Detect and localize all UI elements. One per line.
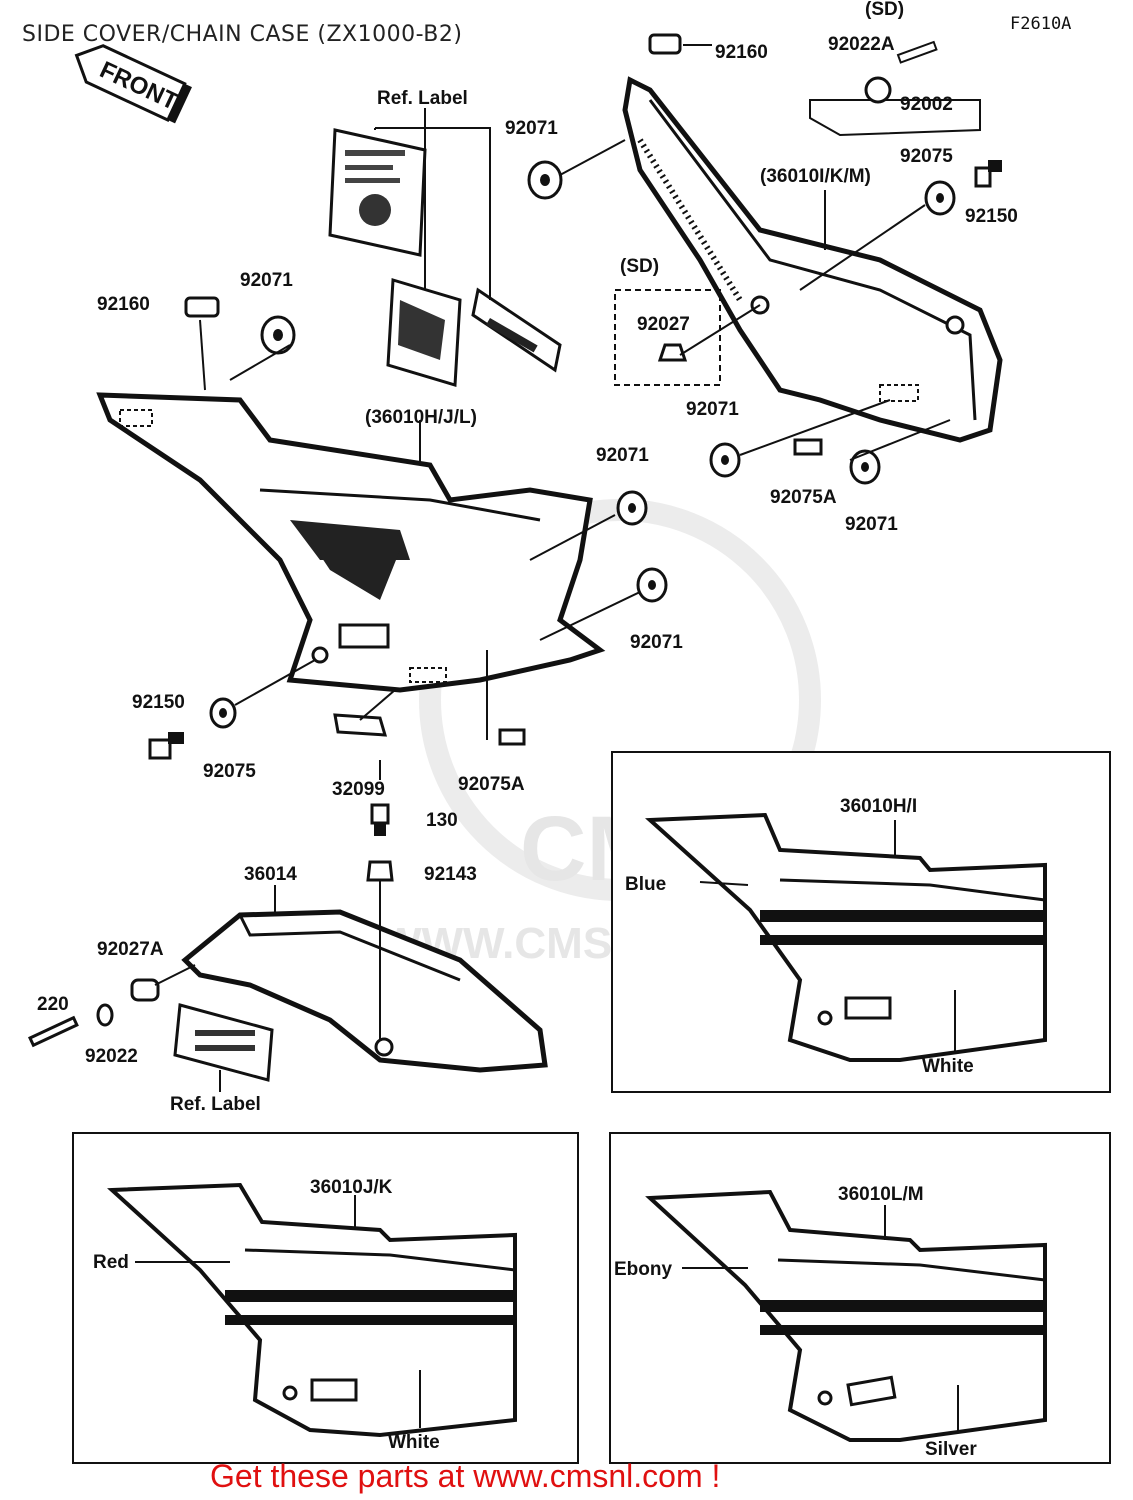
variant-2-top-color: Red [93, 1252, 129, 1273]
part-label-92027A: 92027A [97, 939, 164, 960]
variant-1-top-color: Blue [625, 874, 666, 895]
part-labels: 92160 (SD) 92022A 92002 Ref. Label 92071… [37, 0, 1018, 1115]
part-label-32099: 32099 [332, 779, 385, 800]
part-label-36014: 36014 [244, 864, 297, 885]
part-label-92071-d: 92071 [596, 445, 649, 466]
part-label-92071-f: 92071 [630, 632, 683, 653]
part-label-sd-mid: (SD) [620, 256, 659, 277]
part-label-92027: 92027 [637, 314, 690, 335]
part-label-36010IKM: (36010I/K/M) [760, 166, 871, 187]
part-label-92071-c: 92071 [686, 399, 739, 420]
figure-code: F2610A [1010, 14, 1072, 34]
part-label-92002: 92002 [900, 94, 953, 115]
ref-label-stickers-top [328, 108, 562, 387]
part-label-sd-top: (SD) [865, 0, 904, 20]
part-label-92075A-mid: 92075A [458, 774, 525, 795]
variant-3-bottom-color: Silver [925, 1439, 977, 1460]
part-label-92075-left: 92075 [203, 761, 256, 782]
part-label-92143: 92143 [424, 864, 477, 885]
variant-panel-1 [611, 751, 1111, 1093]
part-label-130: 130 [426, 810, 458, 831]
footer-link[interactable]: Get these parts at www.cmsnl.com ! [210, 1458, 721, 1494]
variant-labels: 36010H/I Blue White 36010J/K Red White 3… [93, 796, 977, 1460]
variant-1-part: 36010H/I [840, 796, 917, 817]
part-label-92160-left: 92160 [97, 294, 150, 315]
ref-label-top: Ref. Label [377, 88, 468, 109]
part-label-92071-e: 92071 [845, 514, 898, 535]
variant-1-bottom-color: White [922, 1056, 974, 1077]
chain-cover-36014 [173, 885, 548, 1092]
part-label-92075-top: 92075 [900, 146, 953, 167]
variant-panel-3 [609, 1132, 1111, 1464]
variant-2-part: 36010J/K [310, 1177, 393, 1198]
hardware-parts [28, 33, 1002, 1048]
part-label-220: 220 [37, 994, 69, 1015]
side-cover-36010HJL [96, 392, 606, 693]
page-title: SIDE COVER/CHAIN CASE (ZX1000-B2) [22, 22, 463, 47]
variant-3-top-color: Ebony [614, 1259, 672, 1280]
part-label-92022: 92022 [85, 1046, 138, 1067]
part-label-92150-top: 92150 [965, 206, 1018, 227]
part-label-92150-left: 92150 [132, 692, 185, 713]
variant-panel-2 [72, 1132, 579, 1464]
part-label-92071-a: 92071 [505, 118, 558, 139]
variant-2-bottom-color: White [388, 1432, 440, 1453]
part-label-92160-top: 92160 [715, 42, 768, 63]
leader-lines [154, 204, 951, 1040]
variant-3-part: 36010L/M [838, 1184, 924, 1205]
part-label-92022A: 92022A [828, 34, 895, 55]
front-arrow-tag: FRONT [74, 44, 192, 124]
part-label-36010HJL: (36010H/J/L) [365, 407, 477, 428]
chain-case-36010IKM [622, 76, 1003, 443]
part-label-92075A-right: 92075A [770, 487, 837, 508]
part-label-92071-b: 92071 [240, 270, 293, 291]
ref-label-bottom: Ref. Label [170, 1094, 261, 1115]
